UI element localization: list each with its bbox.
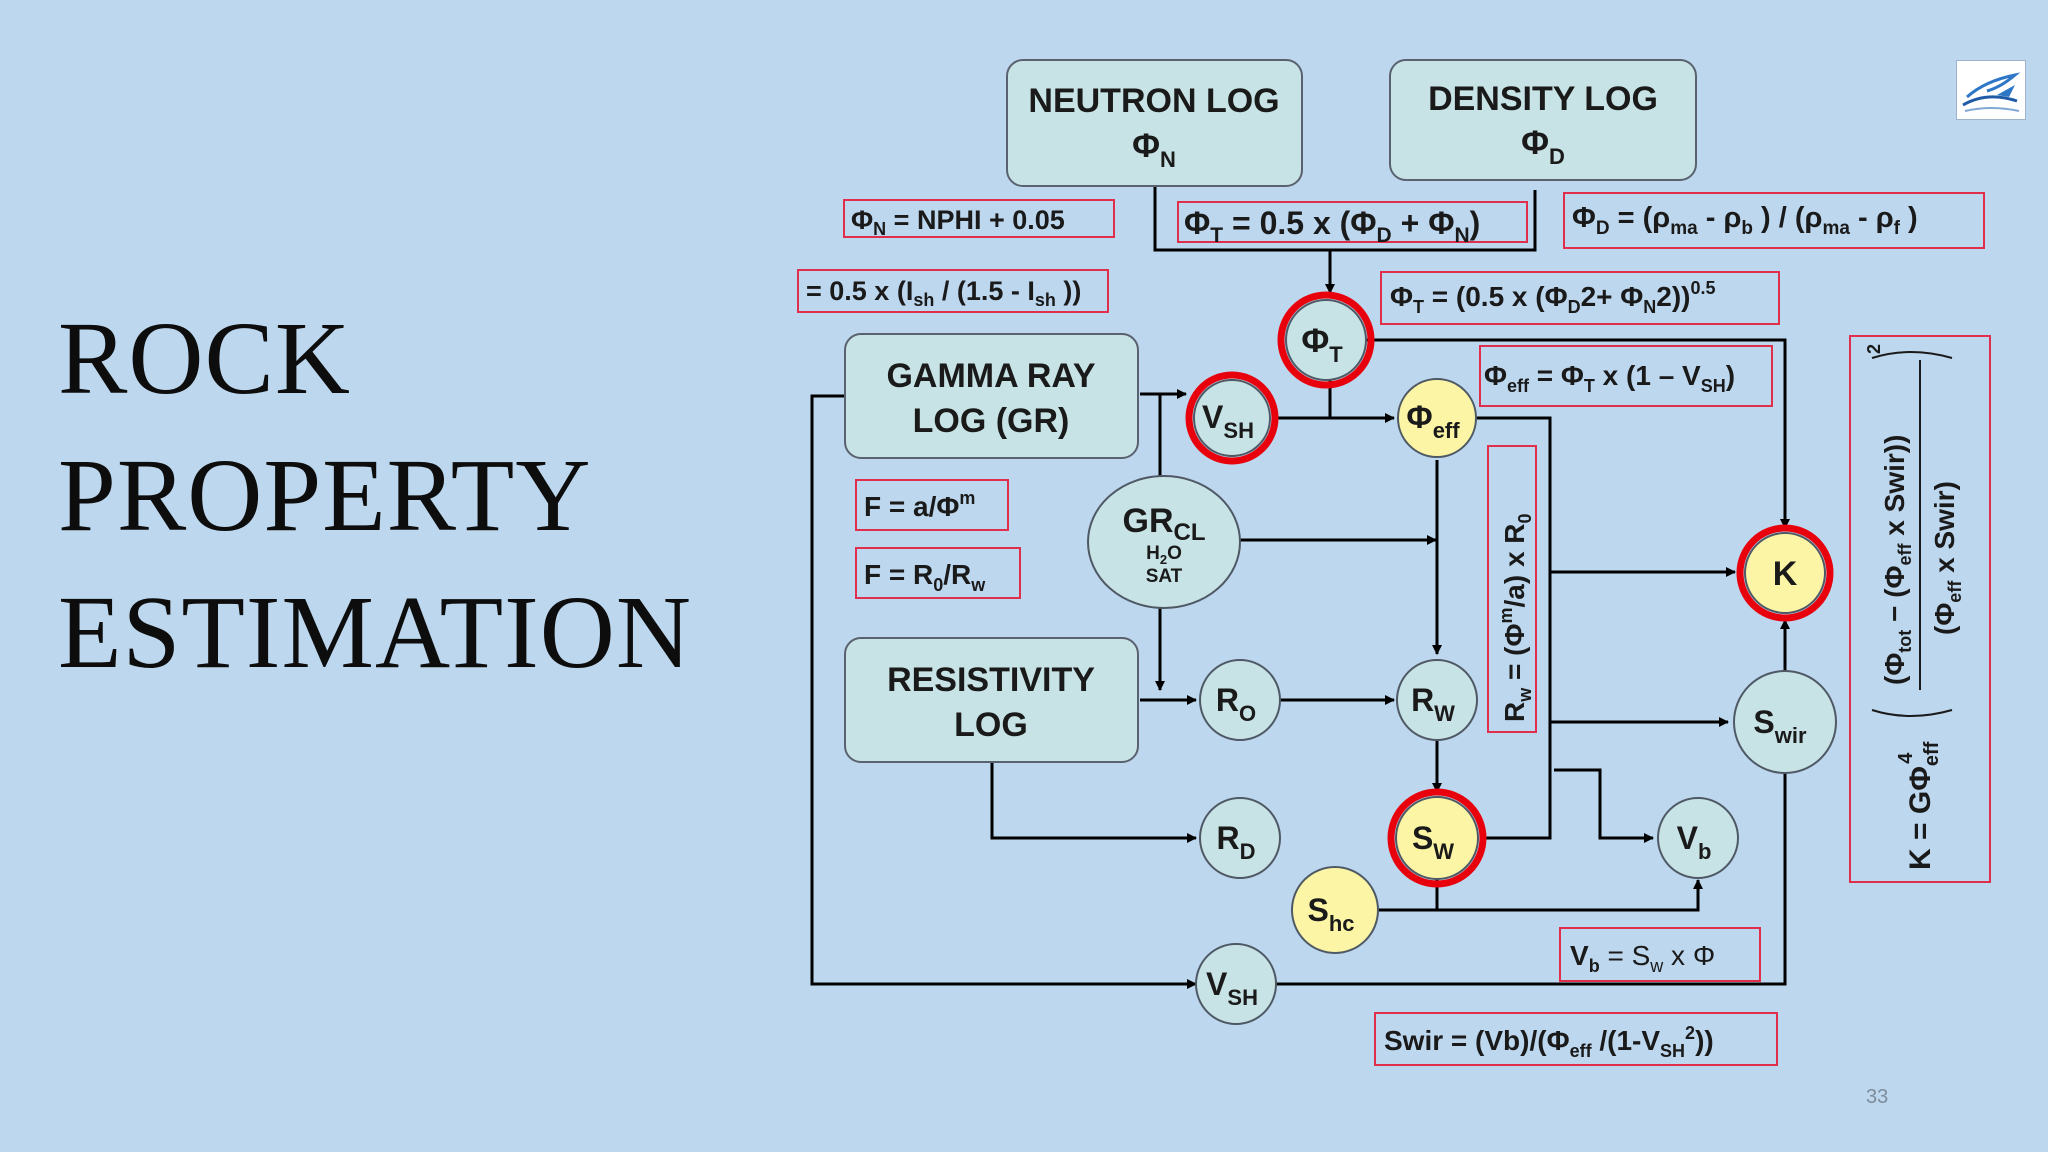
formula-phi-d: ΦD = (ρma - ρb ) / (ρma - ρf ) [1563, 192, 1985, 249]
neutron-log-box: NEUTRON LOG ΦN [1006, 59, 1303, 187]
density-log-label: DENSITY LOG [1428, 80, 1658, 118]
vsh-lower-node: VSH [1195, 943, 1277, 1025]
k-node: K [1736, 524, 1834, 622]
svg-text:GRCL: GRCL [1123, 502, 1206, 546]
svg-text:K: K [1773, 555, 1798, 593]
density-log-symbol: ΦD [1521, 124, 1565, 169]
svg-text:VSH: VSH [1202, 399, 1254, 443]
svg-text:Φeff = ΦT x (1 – VSH): Φeff = ΦT x (1 – VSH) [1484, 360, 1735, 396]
svg-text:RD: RD [1217, 820, 1256, 864]
neutron-log-label: NEUTRON LOG [1028, 82, 1279, 120]
svg-text:SAT: SAT [1146, 566, 1183, 587]
svg-text:ΦD = (ρma - ρb ) / (ρma - ρf ): ΦD = (ρma - ρb ) / (ρma - ρf ) [1572, 202, 1918, 239]
title-line-1: ROCK [58, 301, 351, 416]
page-number: 33 [1866, 1086, 1889, 1108]
swir-node: Swir [1733, 670, 1837, 774]
svg-text:Swir = (Vb)/(Φeff /(1-VSH2)): Swir = (Vb)/(Φeff /(1-VSH2)) [1384, 1023, 1714, 1061]
formula-vb: Vb = Sw x Φ [1559, 927, 1761, 982]
svg-text:VSH: VSH [1206, 966, 1258, 1010]
gamma-ray-label-1: GAMMA RAY [886, 357, 1095, 395]
resistivity-log-box: RESISTIVITY LOG [844, 637, 1139, 763]
title-line-2: PROPERTY [58, 438, 592, 553]
seabird-logo-icon [1956, 60, 2026, 120]
svg-text:ΦN = NPHI + 0.05: ΦN = NPHI + 0.05 [851, 205, 1065, 239]
svg-text:Φeff: Φeff [1406, 399, 1460, 443]
phi-eff-node: Φeff [1397, 378, 1477, 458]
formula-k: K = GΦeff4 (Φtot − (Φeff x Swir)) (Φeff … [1849, 335, 1991, 883]
formula-phi-n: ΦN = NPHI + 0.05 [843, 199, 1115, 239]
slide-title: ROCK PROPERTY ESTIMATION [58, 290, 692, 701]
neutron-log-symbol: ΦN [1132, 127, 1176, 172]
svg-text:(Φeff x Swir): (Φeff x Swir) [1929, 481, 1965, 635]
formula-rw-vertical: Rw = (Φm/a) x R0 [1487, 445, 1537, 733]
svg-text:2: 2 [1864, 344, 1884, 354]
phi-t-node: ΦT [1277, 291, 1375, 389]
svg-text:RO: RO [1216, 682, 1256, 726]
svg-text:SW: SW [1412, 820, 1454, 864]
formula-phi-eff: Φeff = ΦT x (1 – VSH) [1479, 345, 1773, 407]
formula-f-ratio: F = R0/Rw [855, 547, 1021, 599]
formula-phi-t-rms: ΦT = (0.5 x (ΦD2+ ΦN2))0.5 [1380, 271, 1780, 325]
svg-text:K = GΦeff4: K = GΦeff4 [1895, 741, 1943, 870]
svg-text:Rw = (Φm/a) x R0: Rw = (Φm/a) x R0 [1496, 513, 1535, 722]
svg-text:Swir: Swir [1753, 704, 1807, 748]
svg-text:Shc: Shc [1307, 892, 1354, 936]
gamma-ray-log-box: GAMMA RAY LOG (GR) [844, 333, 1139, 459]
svg-text:(Φtot − (Φeff x Swir)): (Φtot − (Φeff x Swir)) [1879, 435, 1915, 685]
svg-text:ΦT = 0.5 x (ΦD + ΦN): ΦT = 0.5 x (ΦD + ΦN) [1184, 205, 1480, 247]
ro-node: RO [1199, 659, 1281, 741]
svg-text:F = a/Φm: F = a/Φm [864, 488, 975, 522]
title-line-3: ESTIMATION [58, 575, 692, 690]
resistivity-label-2: LOG [954, 706, 1028, 744]
vsh-upper-node: VSH [1185, 371, 1279, 465]
formula-phi-t-average: ΦT = 0.5 x (ΦD + ΦN) [1177, 201, 1528, 247]
rd-node: RD [1199, 797, 1281, 879]
svg-text:Vb = Sw x Φ: Vb = Sw x Φ [1570, 940, 1715, 976]
density-log-box: DENSITY LOG ΦD [1389, 59, 1697, 181]
svg-text:= 0.5 x (Ish / (1.5 - Ish )): = 0.5 x (Ish / (1.5 - Ish )) [806, 276, 1081, 310]
gamma-ray-label-2: LOG (GR) [913, 402, 1070, 440]
svg-text:RW: RW [1411, 682, 1455, 726]
resistivity-label-1: RESISTIVITY [887, 661, 1095, 699]
vb-node: Vb [1657, 797, 1739, 879]
shc-node: Shc [1291, 866, 1379, 954]
svg-text:Vb: Vb [1677, 820, 1712, 864]
svg-text:F = R0/Rw: F = R0/Rw [864, 559, 986, 595]
formula-ish: = 0.5 x (Ish / (1.5 - Ish )) [797, 269, 1109, 313]
formula-f-archie: F = a/Φm [855, 479, 1009, 531]
gr-clay-node: GRCL H2O SAT [1087, 475, 1241, 609]
formula-swir: Swir = (Vb)/(Φeff /(1-VSH2)) [1374, 1012, 1778, 1066]
sw-node: SW [1387, 788, 1487, 888]
svg-text:ΦT: ΦT [1301, 322, 1343, 367]
rw-node: RW [1396, 659, 1478, 741]
svg-text:ΦT = (0.5 x (ΦD2+ ΦN2))0.5: ΦT = (0.5 x (ΦD2+ ΦN2))0.5 [1390, 278, 1716, 317]
svg-text:H2O: H2O [1146, 543, 1182, 567]
